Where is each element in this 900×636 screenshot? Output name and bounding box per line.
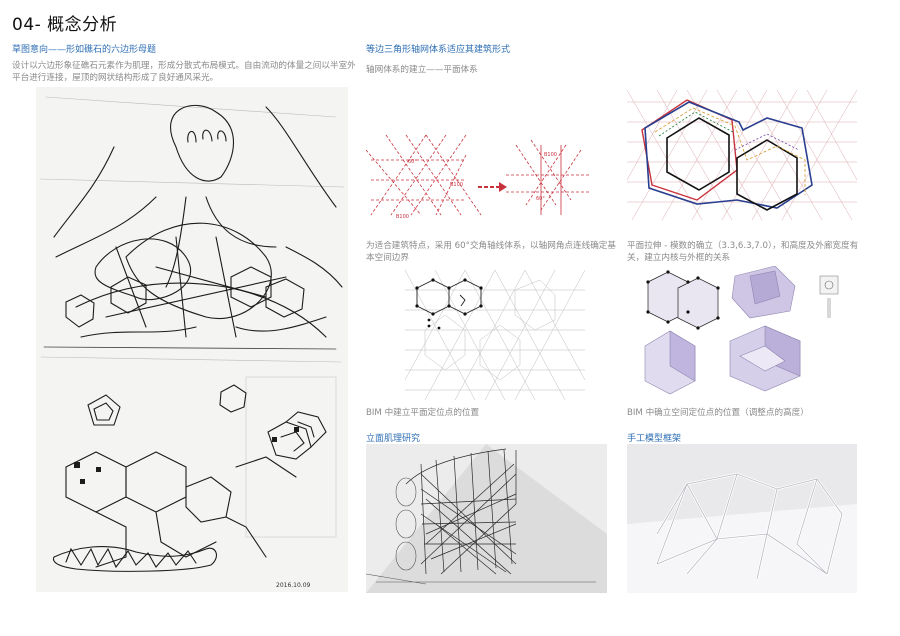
bim-space-points — [640, 266, 860, 401]
transform-arrow-icon — [478, 182, 507, 192]
grid-caption: 为适合建筑特点，采用 60°交角轴线体系，以轴网角点连线确定基本空间边界 — [366, 241, 616, 263]
bim-plan-points — [405, 270, 585, 400]
dim-label-2: B100 — [396, 214, 409, 220]
page-title: 04- 概念分析 — [12, 15, 118, 35]
model-heading: 手工模型框架 — [627, 434, 682, 444]
angle-label-1: 60° — [408, 159, 417, 165]
bim-space-caption: BIM 中确立空间定位点的位置（调整点的高度） — [627, 408, 809, 418]
concept-sketch: 2016.10.09 — [39, 96, 345, 589]
bim-plan-caption: BIM 中建立平面定位点的位置 — [366, 408, 480, 418]
physical-model-photo — [627, 444, 857, 593]
dim-label-1: B100 — [450, 182, 463, 188]
left-description: 设计以六边形象征礁石元素作为肌理，形成分散式布局模式。自由流动的体量之间以半室外… — [12, 61, 356, 83]
grid-subheading: 轴网体系的建立——平面体系 — [366, 65, 478, 75]
sketch-panel: 2016.10.09 — [36, 87, 348, 592]
middle-heading: 等边三角形轴网体系适应其建筑形式 — [366, 45, 511, 55]
left-heading: 草图意向——形如礁石的六边形母题 — [12, 45, 157, 55]
view-cube-icon — [819, 275, 839, 318]
angle-label-2: 60° — [536, 196, 545, 202]
sketch-date: 2016.10.09 — [276, 582, 311, 589]
plan-extrusion-diagram — [627, 90, 857, 220]
facade-heading: 立面肌理研究 — [366, 434, 421, 444]
dim-label-3: B100 — [544, 152, 557, 158]
axis-grid-diagram: 60° B100 B100 B100 60° — [366, 130, 598, 222]
facade-sketch — [366, 444, 607, 593]
extrusion-caption: 平面拉伸 - 模数的确立（3.3,6.3,7.0），和高度及外廊宽度有关，建立内… — [627, 241, 859, 263]
